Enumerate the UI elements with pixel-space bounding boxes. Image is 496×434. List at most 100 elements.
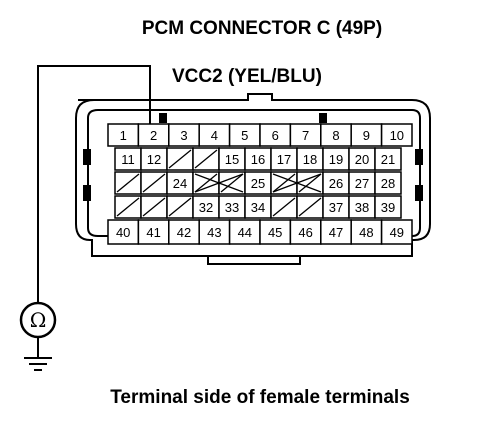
terminal-cell: 44 (228, 219, 261, 245)
ohmmeter-icon: Ω (19, 301, 57, 339)
terminal-cell: 19 (322, 147, 350, 171)
terminal-cell: 16 (244, 147, 272, 171)
terminal-cell: 49 (380, 219, 413, 245)
empty-cavity-mark (168, 149, 192, 169)
terminal-box (107, 219, 140, 245)
terminal-cell: 24 (166, 171, 194, 195)
terminal-number: 45 (268, 225, 282, 240)
terminal-cell: 46 (289, 219, 322, 245)
terminal-cell: 15 (218, 147, 246, 171)
terminal-cell: 43 (198, 219, 231, 245)
terminal-cell: 11 (114, 147, 142, 171)
terminal-cell: 32 (192, 195, 220, 219)
caption: Terminal side of female terminals (110, 387, 410, 408)
terminal-number: 18 (303, 152, 317, 167)
terminal-number: 27 (355, 176, 369, 191)
terminal-cell: 20 (348, 147, 376, 171)
terminal-cell: 17 (270, 147, 298, 171)
terminal-number: 42 (177, 225, 191, 240)
terminal-box (374, 171, 402, 195)
empty-cavity-mark (194, 173, 244, 193)
terminal-cell (114, 195, 142, 219)
terminal-cell: 4 (198, 123, 231, 147)
empty-cavity-mark (272, 197, 296, 217)
terminal-number: 19 (329, 152, 343, 167)
terminal-number: 8 (332, 128, 339, 143)
terminal-cell: 5 (228, 123, 261, 147)
terminal-number: 17 (277, 152, 291, 167)
terminal-number: 46 (298, 225, 312, 240)
terminal-cell (270, 195, 298, 219)
terminal-number: 40 (116, 225, 130, 240)
terminal-number: 37 (329, 200, 343, 215)
terminal-cell: 28 (374, 171, 402, 195)
empty-cavity-mark (272, 173, 296, 193)
terminal-number: 2 (150, 128, 157, 143)
terminal-number: 32 (199, 200, 213, 215)
terminal-cell: 8 (320, 123, 352, 147)
terminal-cell: 9 (350, 123, 383, 147)
terminal-box (350, 219, 383, 245)
terminal-cell: 39 (374, 195, 402, 219)
terminal-cell: 42 (168, 219, 200, 245)
terminal-box (168, 219, 200, 245)
terminal-cell: 12 (140, 147, 168, 171)
empty-cavity-mark (220, 173, 244, 193)
terminal-cell (140, 195, 168, 219)
terminal-number: 39 (381, 200, 395, 215)
terminal-number: 6 (272, 128, 279, 143)
terminal-number: 7 (302, 128, 309, 143)
terminal-number: 3 (180, 128, 187, 143)
empty-cavity-mark (168, 197, 192, 217)
terminal-cell: 37 (322, 195, 350, 219)
terminal-box (380, 219, 413, 245)
empty-cavity-mark (116, 173, 140, 193)
terminal-box (374, 147, 402, 171)
terminal-cell: 48 (350, 219, 383, 245)
terminal-cell: 40 (107, 219, 140, 245)
terminal-cell (166, 147, 194, 171)
terminal-cell: 10 (380, 123, 413, 147)
terminal-cell: 26 (322, 171, 350, 195)
terminal-number: 9 (363, 128, 370, 143)
terminal-number: 16 (251, 152, 265, 167)
diagram-title: PCM CONNECTOR C (49P) (142, 18, 382, 39)
wire-label: VCC2 (YEL/BLU) (172, 66, 322, 87)
terminal-number: 43 (207, 225, 221, 240)
terminal-number: 20 (355, 152, 369, 167)
terminal-cell: 25 (244, 171, 272, 195)
terminal-cell: 6 (259, 123, 292, 147)
terminal-number: 25 (251, 176, 265, 191)
empty-cavity-mark (298, 197, 322, 217)
terminal-cell: 2 (137, 123, 170, 147)
empty-cavity-mark (142, 197, 166, 217)
terminal-number: 26 (329, 176, 343, 191)
terminal-number: 28 (381, 176, 395, 191)
ohm-symbol: Ω (30, 308, 47, 332)
terminal-cell (192, 147, 220, 171)
terminal-box (259, 219, 292, 245)
terminal-cell: 3 (168, 123, 200, 147)
terminal-cell (296, 195, 324, 219)
terminal-number: 33 (225, 200, 239, 215)
terminal-box (380, 123, 413, 147)
empty-cavity-mark (116, 197, 140, 217)
terminal-number: 24 (173, 176, 187, 191)
terminal-cell: 7 (289, 123, 322, 147)
terminal-cell (114, 171, 142, 195)
terminal-number: 10 (390, 128, 404, 143)
terminal-cell: 33 (218, 195, 246, 219)
terminal-number: 15 (225, 152, 239, 167)
terminal-number: 5 (241, 128, 248, 143)
empty-cavity-mark (272, 173, 322, 193)
terminal-number: 38 (355, 200, 369, 215)
terminal-cell: 1 (107, 123, 140, 147)
terminal-number: 44 (238, 225, 252, 240)
terminal-number: 4 (211, 128, 218, 143)
terminal-cell: 18 (296, 147, 324, 171)
terminal-number: 41 (146, 225, 160, 240)
empty-cavity-mark (194, 149, 218, 169)
terminal-cell (166, 195, 194, 219)
